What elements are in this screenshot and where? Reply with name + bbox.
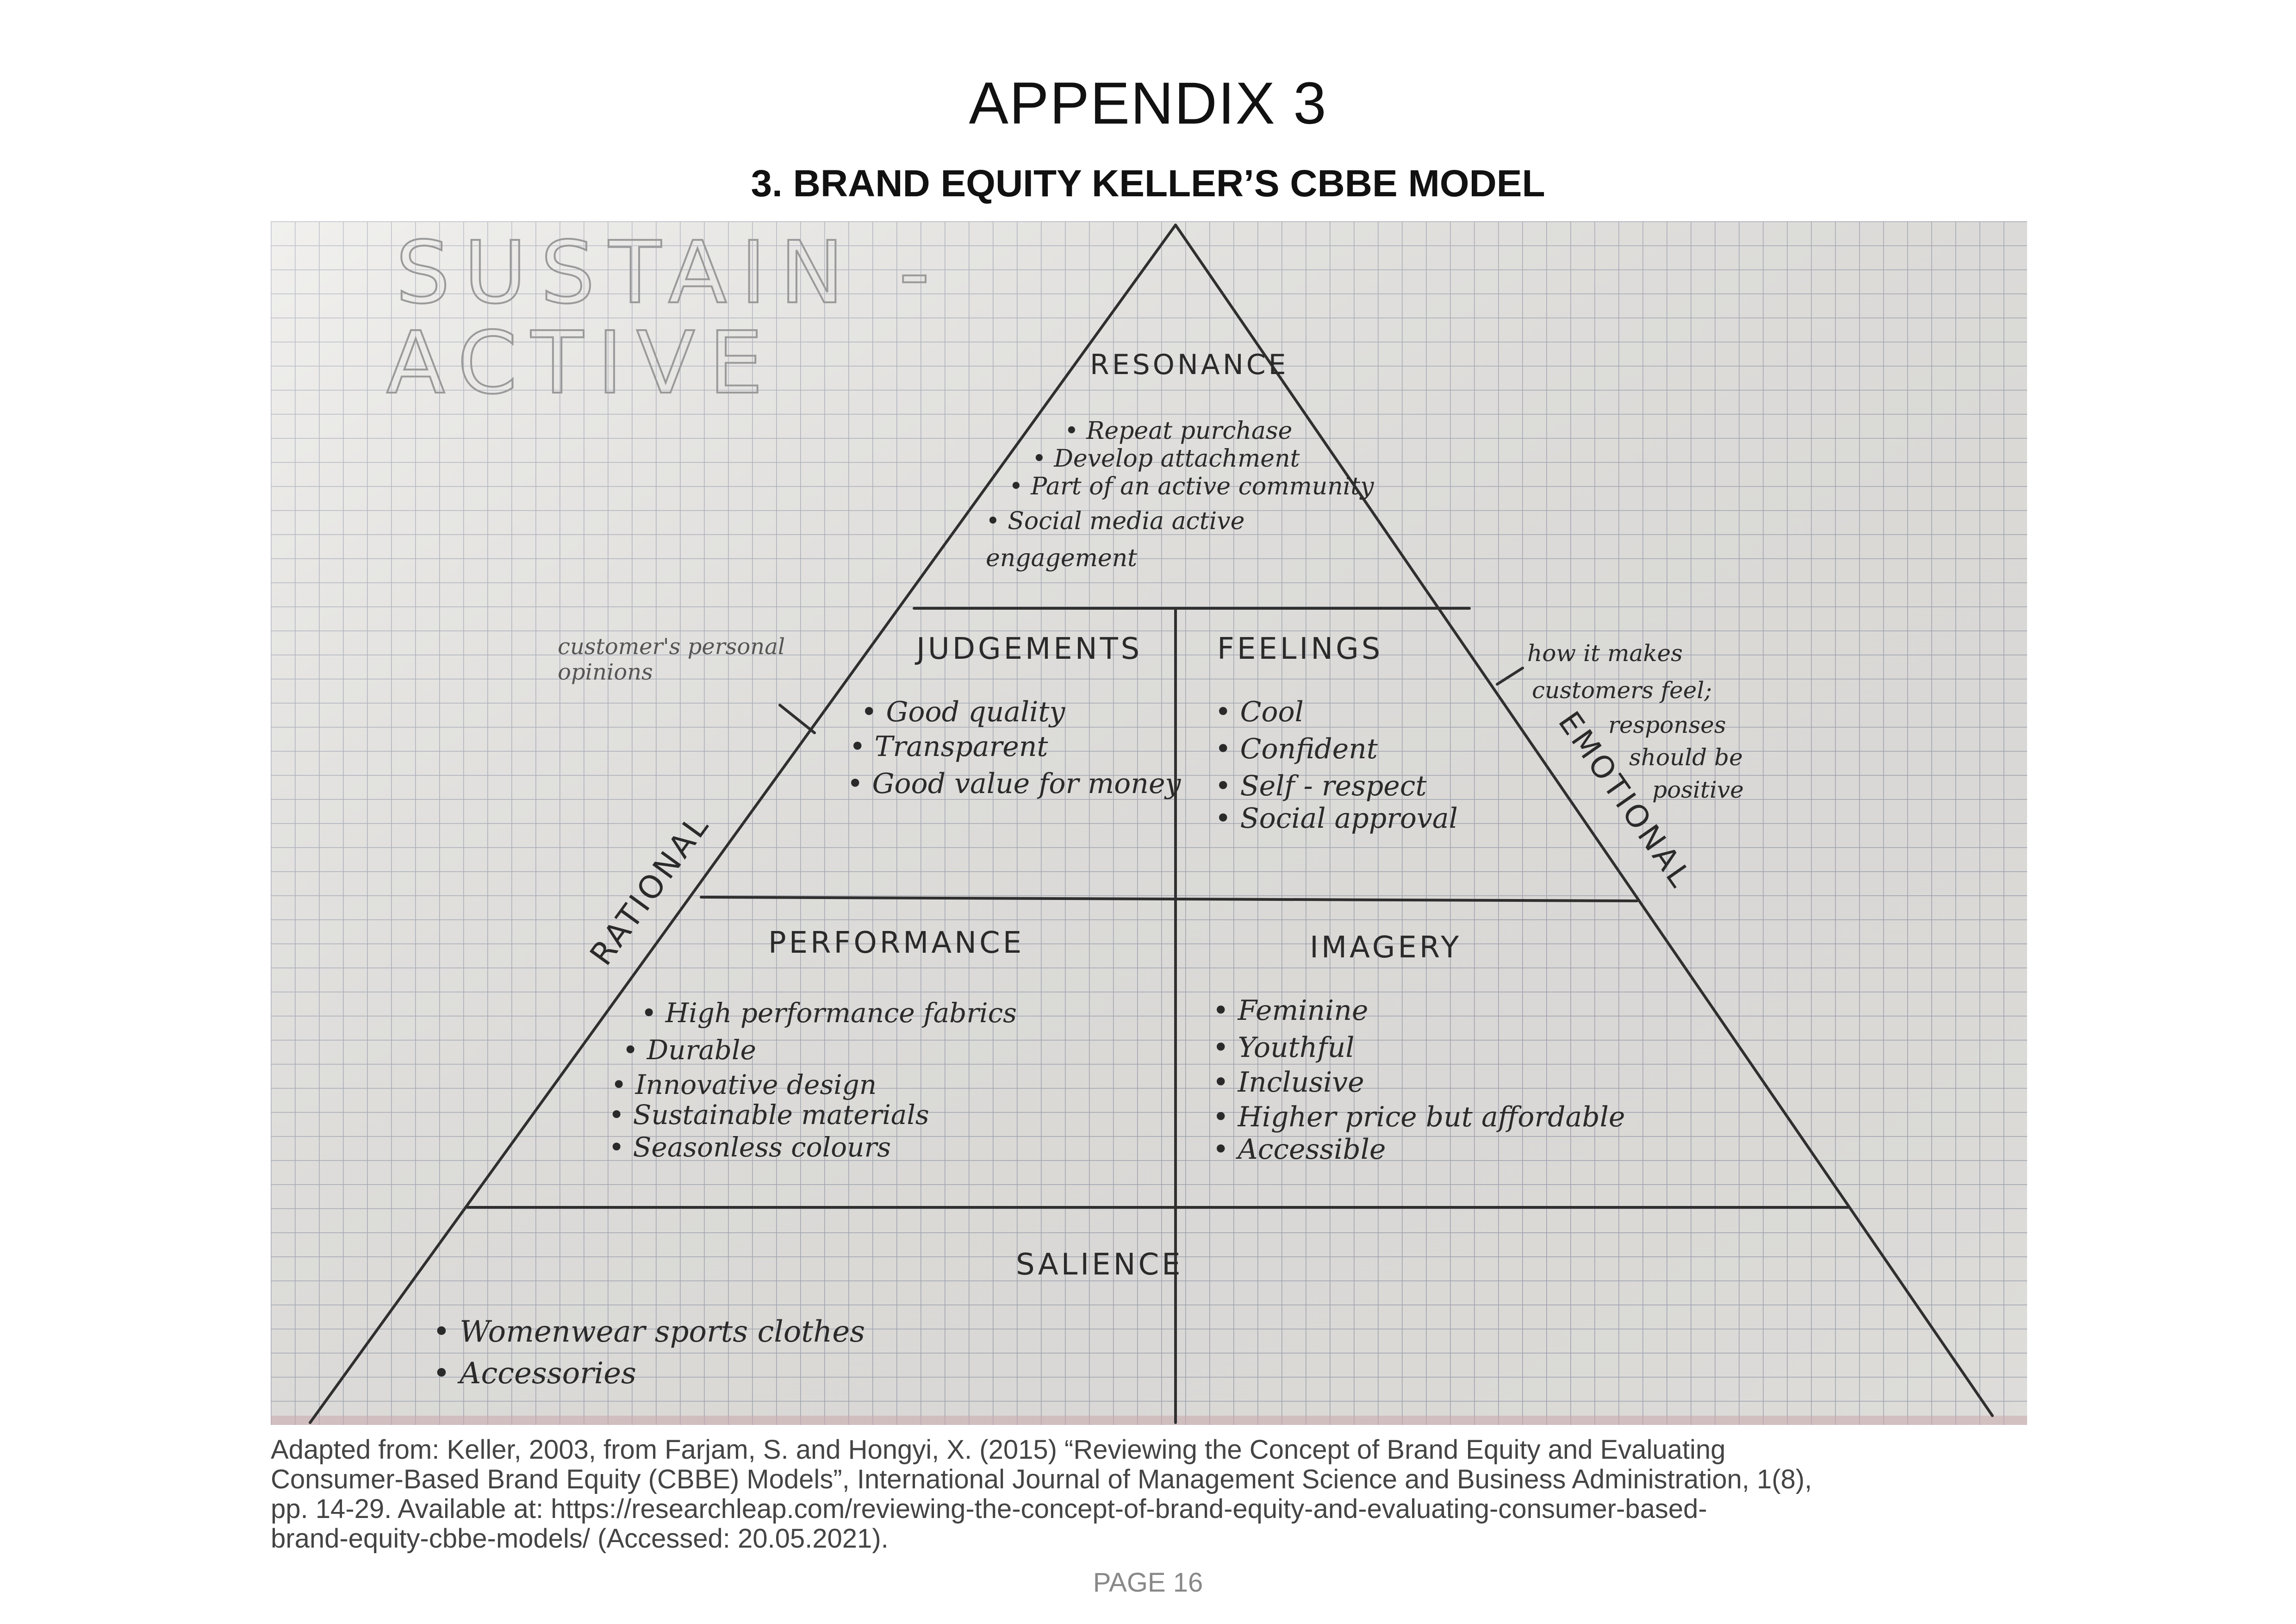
- page-title: APPENDIX 3: [969, 70, 1327, 137]
- resonance-item: • Social media active: [986, 507, 1244, 535]
- imagery-item: • Feminine: [1213, 994, 1368, 1027]
- resonance-label: RESONANCE: [1090, 349, 1289, 381]
- imagery-label: IMAGERY: [1310, 931, 1462, 965]
- salience-item: • Womenwear sports clothes: [433, 1315, 865, 1349]
- salience-level: SALIENCE • Womenwear sports clothes • Ac…: [433, 1248, 1183, 1391]
- brand-line-2: ACTIVE: [386, 313, 777, 413]
- right-note-line-5: positive: [1652, 776, 1744, 803]
- feelings-level: FEELINGS • Cool • Confident • Self - res…: [1215, 632, 1458, 835]
- performance-item: • Seasonless colours: [609, 1131, 891, 1163]
- judgements-item: • Good value for money: [847, 768, 1181, 800]
- right-note-line-3: responses: [1608, 712, 1726, 738]
- judgements-item: • Transparent: [849, 731, 1048, 763]
- paper-shading: [271, 221, 2027, 1425]
- pyramid-lines: [309, 224, 1994, 1424]
- left-margin-note: customer's personal opinions: [558, 634, 785, 685]
- performance-level: PERFORMANCE • High performance fabrics •…: [609, 926, 1024, 1163]
- imagery-level: IMAGERY • Feminine • Youthful • Inclusiv…: [1213, 931, 1625, 1166]
- resonance-level: RESONANCE • Repeat purchase • Develop at…: [986, 349, 1374, 572]
- resonance-item: engagement: [986, 544, 1137, 572]
- right-note-line-2: customers feel;: [1532, 677, 1712, 704]
- judgements-level: JUDGEMENTS • Good quality • Transparent …: [847, 632, 1181, 800]
- paper-bottom-edge: [271, 1416, 2027, 1425]
- figure-caption: Adapted from: Keller, 2003, from Farjam,…: [271, 1435, 2039, 1554]
- resonance-item: • Part of an active community: [1009, 473, 1374, 500]
- cbbe-pyramid-figure: SUSTAIN - ACTIVE RATIONAL EMOTIONAL cust…: [271, 221, 2027, 1425]
- salience-item: • Accessories: [433, 1356, 636, 1391]
- caption-line: Consumer-Based Brand Equity (CBBE) Model…: [271, 1464, 1812, 1494]
- feelings-item: • Confident: [1215, 733, 1378, 765]
- feelings-item: • Social approval: [1215, 802, 1458, 835]
- judgements-item: • Good quality: [861, 696, 1065, 728]
- performance-item: • Innovative design: [611, 1069, 877, 1100]
- imagery-item: • Accessible: [1213, 1133, 1386, 1166]
- resonance-item: • Develop attachment: [1032, 445, 1300, 473]
- performance-item: • High performance fabrics: [641, 997, 1017, 1029]
- pyramid-left-edge: [309, 224, 1177, 1424]
- middle-divider: [700, 896, 1638, 902]
- resonance-item: • Repeat purchase: [1064, 417, 1292, 445]
- imagery-item: • Higher price but affordable: [1213, 1101, 1625, 1133]
- performance-label: PERFORMANCE: [768, 926, 1024, 960]
- brand-line-1: SUSTAIN -: [396, 223, 944, 323]
- imagery-item: • Youthful: [1213, 1031, 1354, 1064]
- performance-item: • Durable: [622, 1034, 756, 1066]
- left-note-pointer: [778, 704, 816, 734]
- judgements-label: JUDGEMENTS: [915, 632, 1142, 666]
- performance-item: • Sustainable materials: [609, 1099, 929, 1131]
- salience-label: SALIENCE: [1016, 1248, 1183, 1282]
- feelings-item: • Self - respect: [1215, 770, 1427, 802]
- right-margin-note: how it makes customers feel; responses s…: [1527, 640, 1744, 803]
- left-note-line-1: customer's personal: [558, 634, 785, 660]
- page-number: PAGE 16: [1093, 1568, 1203, 1598]
- left-note-line-2: opinions: [558, 659, 653, 685]
- right-note-line-1: how it makes: [1527, 640, 1683, 667]
- feelings-label: FEELINGS: [1217, 632, 1383, 666]
- caption-line: brand-equity-cbbe-models/ (Accessed: 20.…: [271, 1524, 889, 1554]
- caption-line: pp. 14-29. Available at: https://researc…: [271, 1494, 1707, 1524]
- page-subtitle: 3. BRAND EQUITY KELLER’S CBBE MODEL: [751, 162, 1545, 205]
- caption-line: Adapted from: Keller, 2003, from Farjam,…: [271, 1435, 1726, 1465]
- right-note-line-4: should be: [1629, 744, 1743, 771]
- pyramid-right-edge: [1174, 224, 1994, 1417]
- right-note-pointer: [1496, 667, 1524, 686]
- imagery-item: • Inclusive: [1213, 1066, 1364, 1099]
- feelings-item: • Cool: [1215, 696, 1304, 728]
